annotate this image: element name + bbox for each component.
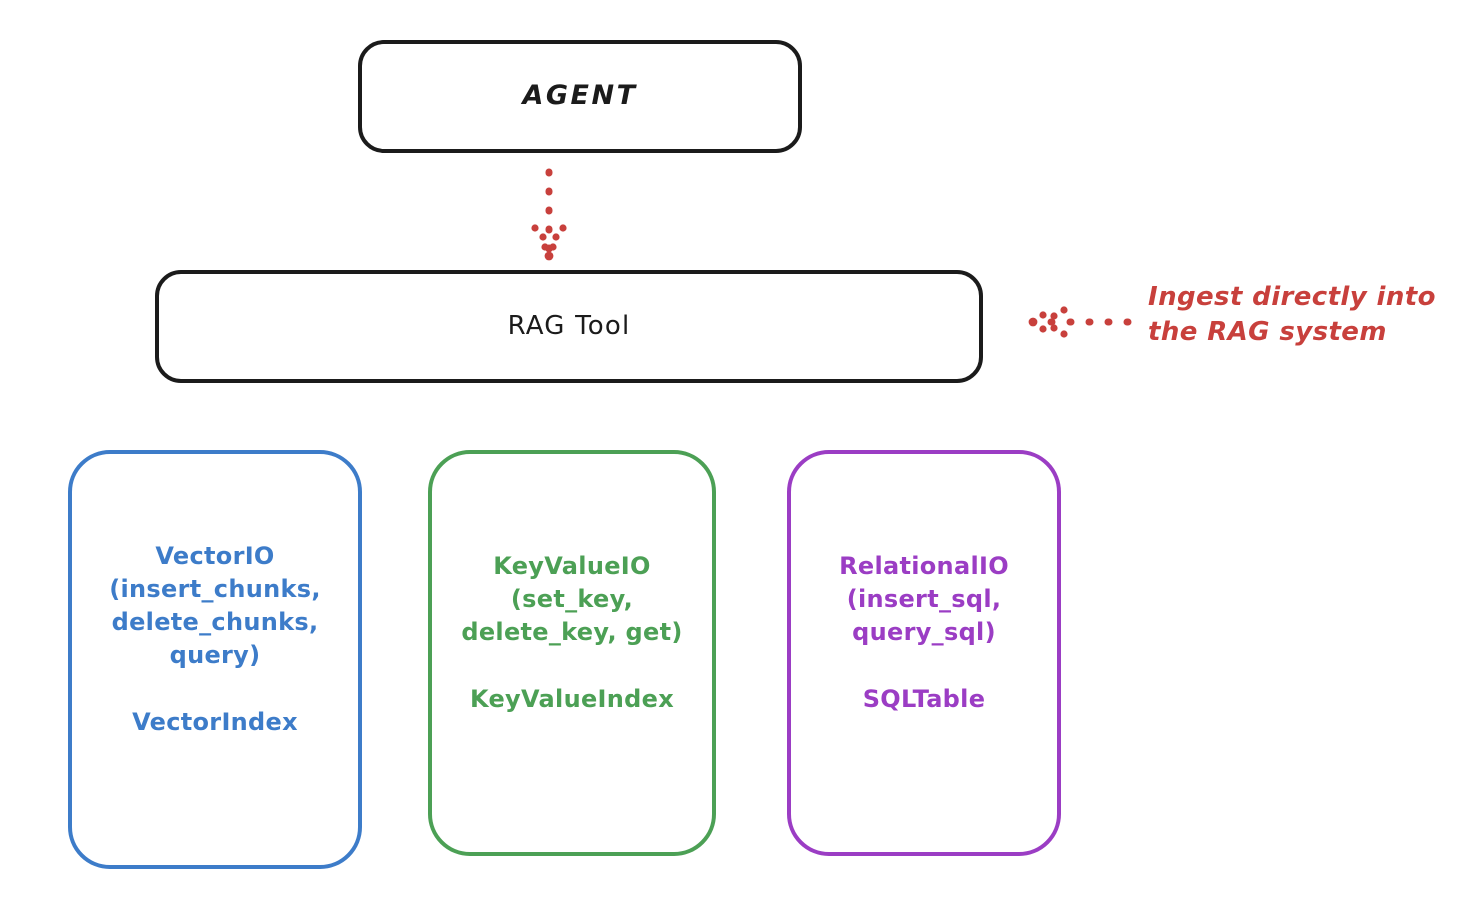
node-rag-tool-label: RAG Tool <box>507 311 631 342</box>
node-agent-label: AGENT <box>522 80 638 112</box>
arrow-agent-to-rag-tool-icon <box>531 168 567 261</box>
node-vector-io[interactable]: VectorIO (insert_chunks, delete_chunks, … <box>68 450 362 869</box>
node-agent[interactable]: AGENT <box>358 40 802 153</box>
node-vector-io-methods: VectorIO (insert_chunks, delete_chunks, … <box>109 541 321 670</box>
node-key-value-io[interactable]: KeyValueIO (set_key, delete_key, get) Ke… <box>428 450 716 856</box>
node-relational-io-index: SQLTable <box>862 685 986 714</box>
node-vector-io-index: VectorIndex <box>132 708 298 737</box>
node-relational-io[interactable]: RelationalIO (insert_sql, query_sql) SQL… <box>787 450 1061 856</box>
arrow-ingest-note-to-rag-tool-icon <box>1028 306 1132 338</box>
node-relational-io-methods: RelationalIO (insert_sql, query_sql) <box>839 551 1009 646</box>
node-key-value-io-methods: KeyValueIO (set_key, delete_key, get) <box>461 551 683 646</box>
annotation-ingest-text: Ingest directly into the RAG system <box>1148 282 1436 347</box>
node-rag-tool[interactable]: RAG Tool <box>155 270 983 383</box>
node-key-value-io-index: KeyValueIndex <box>470 685 674 714</box>
